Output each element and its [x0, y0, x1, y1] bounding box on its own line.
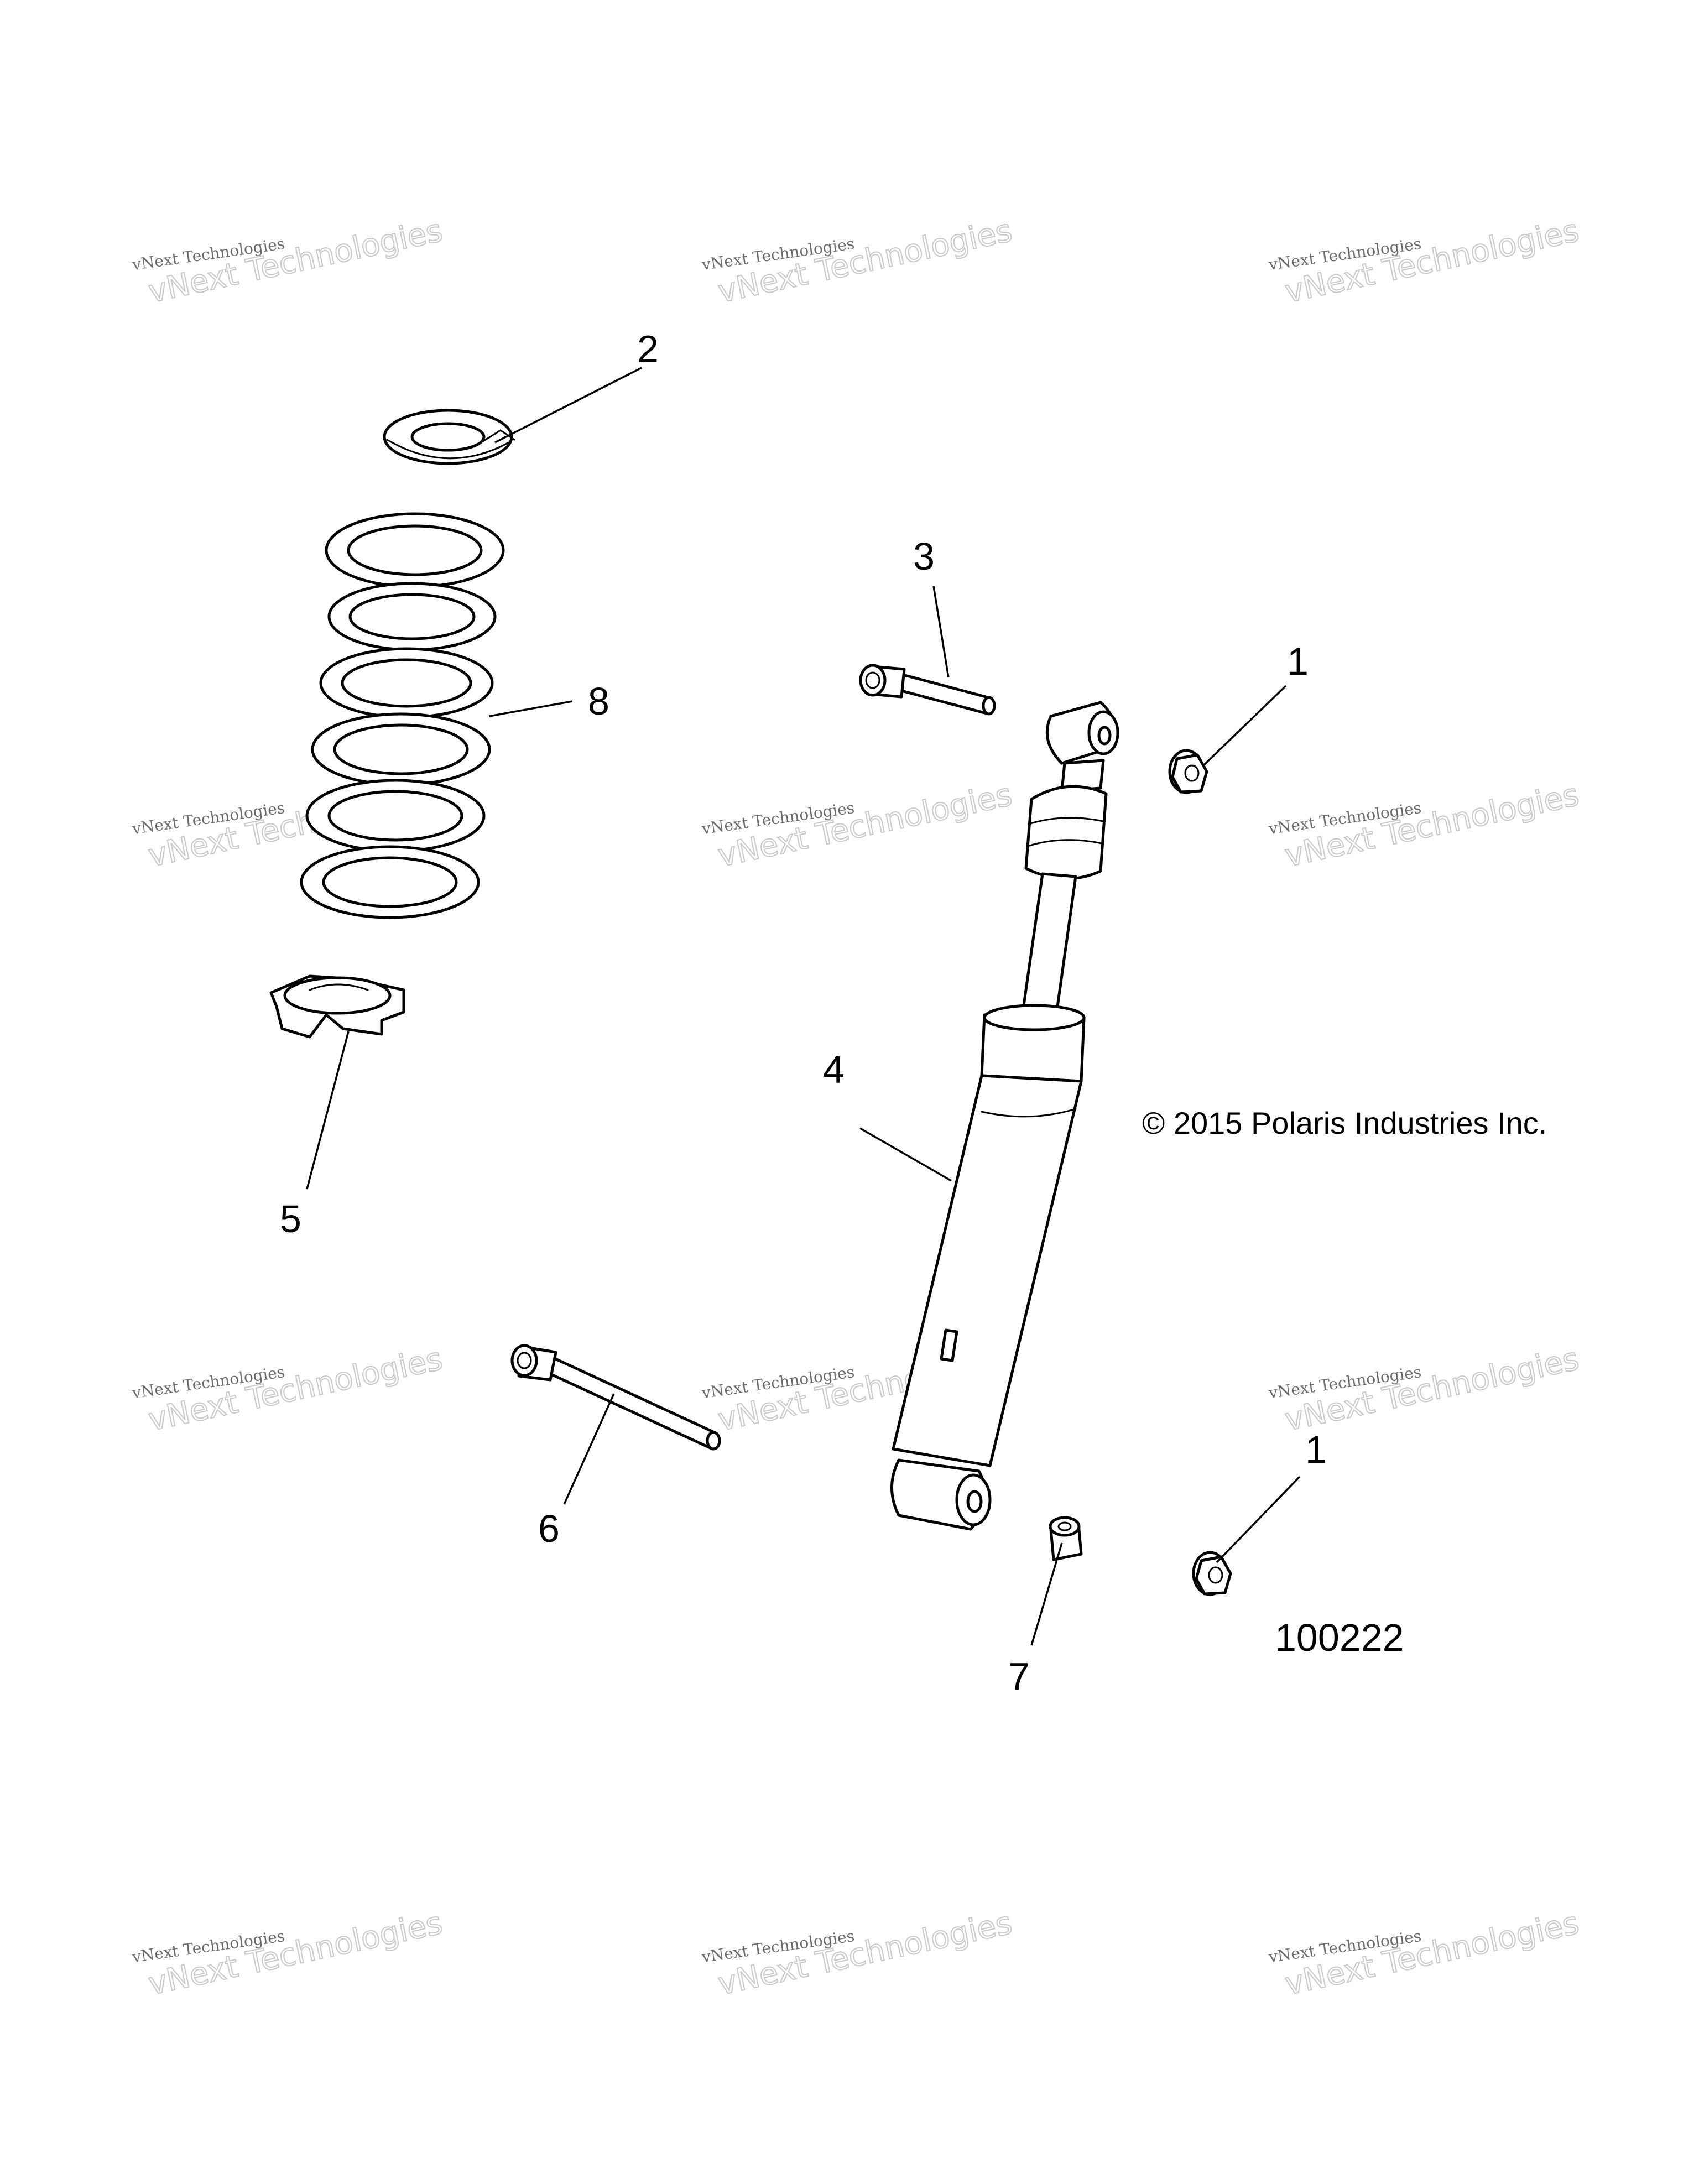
flange-nut-lower[interactable] [1192, 1551, 1232, 1596]
watermark: vNext Technologies vNext Technologies [700, 776, 1016, 875]
spring-seat-lower[interactable] [269, 974, 405, 1039]
leader-6 [563, 1393, 615, 1505]
watermark: vNext Technologies vNext Technologies [1267, 1905, 1583, 2003]
copyright-notice: © 2015 Polaris Industries Inc. [1142, 1106, 1547, 1140]
leader-7 [1030, 1542, 1063, 1646]
callout-2: 2 [637, 327, 659, 371]
leader-3 [932, 586, 950, 678]
watermark: vNext Technologies vNext Technologies [131, 1341, 446, 1439]
callout-7: 7 [1008, 1655, 1030, 1698]
shock-absorber[interactable] [890, 701, 1119, 1531]
watermark: vNext Technologies vNext Technologies [1267, 1341, 1583, 1439]
watermark: vNext Technologies vNext Technologies [131, 1905, 446, 2003]
leader-4 [859, 1127, 952, 1182]
callouts: 2 8 3 1 4 5 6 7 1 [280, 327, 1327, 1698]
coil-spring[interactable] [300, 512, 505, 919]
leader-1a [1202, 685, 1287, 767]
spring-retainer-top[interactable] [383, 409, 515, 465]
watermark: vNext Technologies vNext Technologies [1267, 212, 1583, 311]
callout-1-upper: 1 [1287, 640, 1309, 683]
bolt-upper[interactable] [859, 664, 996, 716]
callout-8: 8 [588, 680, 609, 723]
callout-4: 4 [823, 1048, 845, 1091]
callout-1-lower: 1 [1305, 1428, 1327, 1471]
callout-6: 6 [538, 1507, 560, 1550]
callout-5: 5 [280, 1197, 301, 1240]
leader-lines [306, 367, 1301, 1646]
flange-nut-upper[interactable] [1168, 749, 1208, 794]
leader-1b [1216, 1476, 1301, 1563]
bolt-lower[interactable] [510, 1344, 721, 1451]
leader-8 [489, 700, 573, 717]
leader-2 [494, 367, 642, 444]
watermark: vNext Technologies vNext Technologies [131, 212, 446, 311]
callout-3: 3 [913, 535, 935, 578]
watermark: vNext Technologies vNext Technologies [700, 212, 1016, 311]
figure-number: 100222 [1275, 1616, 1404, 1659]
leader-5 [306, 1031, 350, 1190]
watermark: vNext Technologies vNext Technologies [700, 1905, 1016, 2003]
spacer-bushing[interactable] [1049, 1516, 1083, 1561]
watermark: vNext Technologies vNext Technologies [1267, 776, 1583, 875]
